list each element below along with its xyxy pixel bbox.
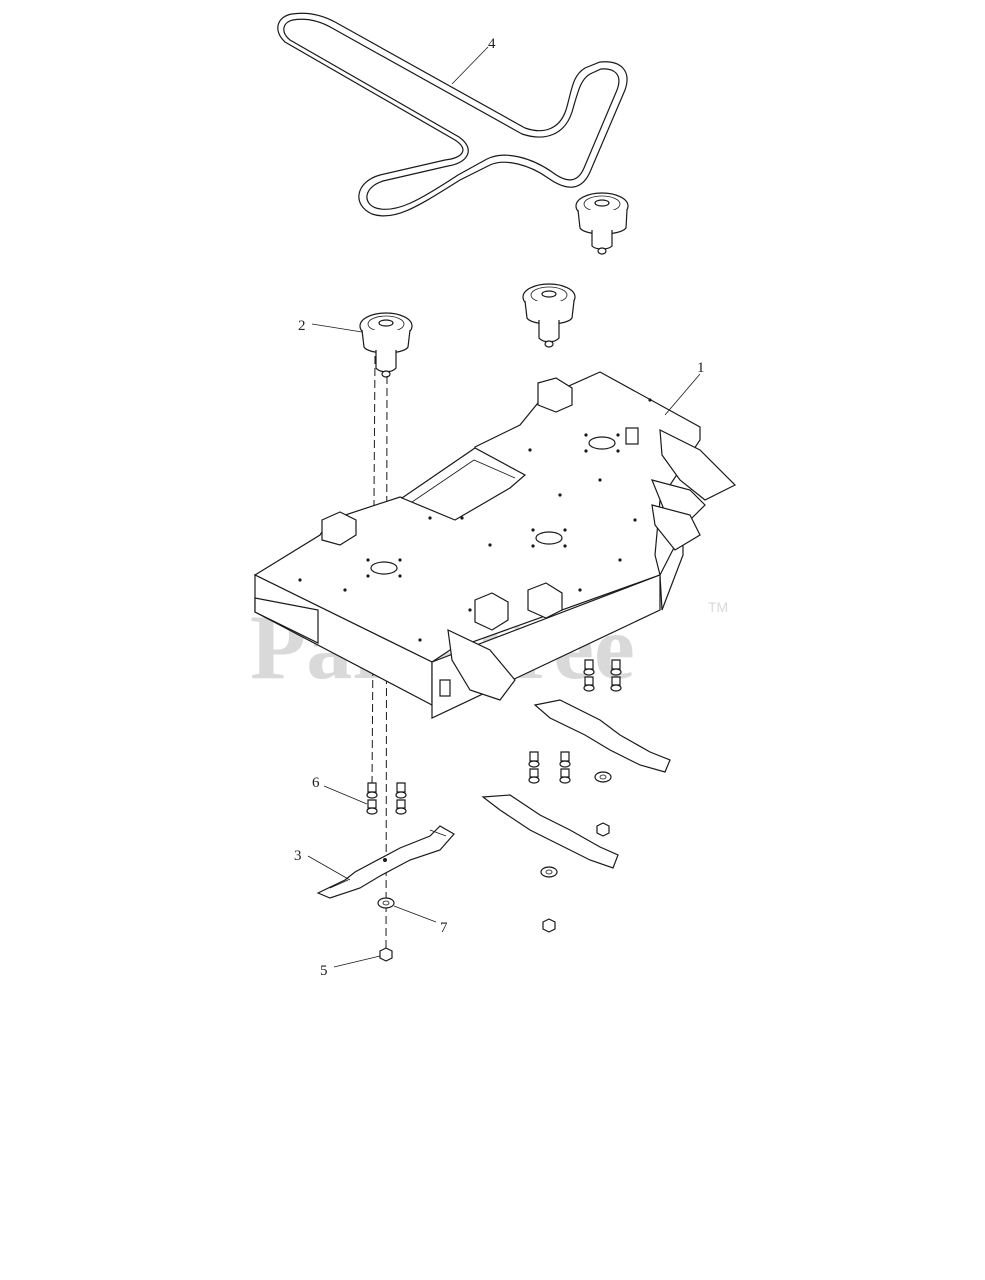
- deck-housing[interactable]: [253, 371, 737, 719]
- mower-blades-other: [481, 699, 671, 869]
- spindle-assembly[interactable]: [311, 312, 413, 378]
- callout-leader-5: [333, 955, 381, 968]
- callout-leader-7: [393, 905, 437, 923]
- callout-leader-4: [451, 46, 489, 85]
- callout-7: 7: [440, 920, 448, 936]
- nuts-other: [542, 822, 610, 933]
- callout-leader-6: [323, 785, 368, 805]
- callout-6: 6: [312, 775, 320, 791]
- washers-other: [540, 771, 612, 878]
- watermark-trademark: TM: [708, 599, 728, 615]
- blade-washer[interactable]: [377, 897, 437, 923]
- callout-4: 4: [488, 36, 496, 52]
- spindle-pulley-right[interactable]: [575, 192, 629, 255]
- callout-leader-1: [664, 373, 701, 416]
- callout-5: 5: [320, 963, 328, 979]
- callout-3: 3: [294, 848, 302, 864]
- spindle-bolt[interactable]: [323, 782, 407, 815]
- spindle-pulley-center[interactable]: [522, 283, 576, 348]
- callout-1: 1: [697, 360, 705, 376]
- blade-nut[interactable]: [333, 947, 393, 968]
- callout-leader-3: [307, 855, 351, 881]
- callout-leader-2: [311, 323, 363, 333]
- spindle-bolts-other: [528, 659, 622, 784]
- deck-belt[interactable]: [277, 12, 628, 217]
- mower-blade[interactable]: [307, 825, 455, 899]
- callout-2: 2: [298, 318, 306, 334]
- deck-holes: [298, 398, 652, 642]
- deck-brackets: [321, 377, 737, 701]
- callout-labels: 1 2 3 4 5 6 7: [294, 36, 705, 979]
